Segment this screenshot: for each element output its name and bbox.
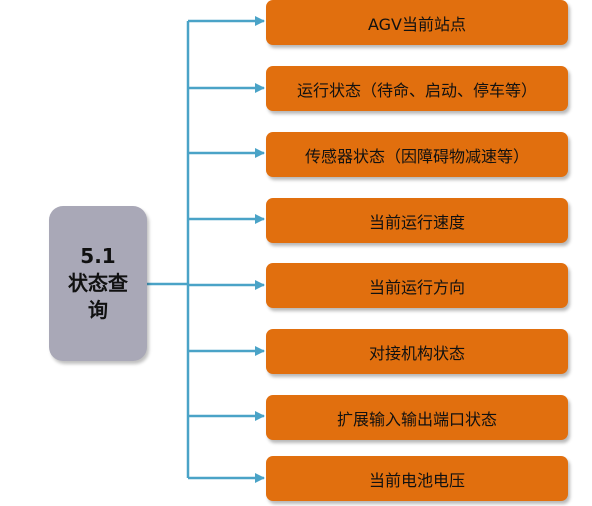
root-node-title-line2: 询 <box>88 298 108 322</box>
root-node-title-line1: 状态查 <box>68 271 128 295</box>
leaf-node-running-status: 运行状态（待命、启动、停车等） <box>266 66 568 111</box>
leaf-node-agv-current-station: AGV当前站点 <box>266 0 568 45</box>
root-node-number: 5.1 <box>80 244 116 268</box>
leaf-node-current-direction: 当前运行方向 <box>266 263 568 308</box>
leaf-node-battery-voltage: 当前电池电压 <box>266 456 568 501</box>
root-node-status-query: 5.1 状态查 询 <box>49 206 147 361</box>
leaf-node-docking-mechanism-status: 对接机构状态 <box>266 329 568 374</box>
leaf-node-current-speed: 当前运行速度 <box>266 198 568 243</box>
leaf-node-sensor-status: 传感器状态（因障碍物减速等） <box>266 132 568 177</box>
leaf-node-io-port-status: 扩展输入输出端口状态 <box>266 395 568 440</box>
